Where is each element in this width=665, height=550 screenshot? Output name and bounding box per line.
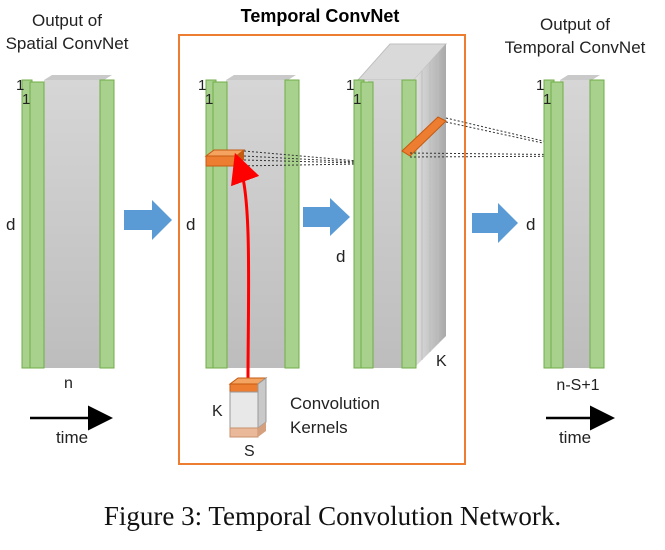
flow-arrow-1 xyxy=(124,200,172,240)
kernel-height-label: K xyxy=(212,403,223,420)
time-label-left: time xyxy=(56,428,88,447)
block-body xyxy=(44,80,104,368)
temporal-output-depth-label-2: 1 xyxy=(543,91,551,108)
kernel-width-label: S xyxy=(244,443,255,460)
temporal-output-depth-label-2: 1 xyxy=(353,91,361,108)
temporal-convnet-title: Temporal ConvNet xyxy=(241,6,400,26)
temporal-stack-block xyxy=(353,43,448,369)
kernel-body xyxy=(229,391,259,429)
block-right-green-face xyxy=(99,79,115,369)
block-right-green-face xyxy=(589,79,605,369)
spatial-depth-label-1: 1 xyxy=(16,77,24,94)
block-top-face xyxy=(226,75,296,80)
kernel-side-face xyxy=(257,377,267,429)
flow-arrow-3 xyxy=(472,203,518,243)
temporal-convnet-box xyxy=(178,34,466,465)
stack-front-green-face xyxy=(360,81,374,369)
spatial-title-line1: Output of xyxy=(32,11,102,30)
flow-arrow-2 xyxy=(303,198,350,236)
stack-output-strip xyxy=(401,116,447,157)
kernel-apply-arrow xyxy=(231,152,260,381)
spatial-height-label: d xyxy=(6,215,15,234)
block-front-green-face xyxy=(212,81,228,369)
convolution-kernel xyxy=(228,377,268,438)
kernel-caption-line2: Kernels xyxy=(290,418,348,437)
temporal-output-height-label: d xyxy=(336,247,345,266)
block-front-green-face xyxy=(29,81,45,369)
spatial-output-block xyxy=(21,75,115,369)
stack-k-label: K xyxy=(436,353,447,370)
temporal-output-depth-label-1: 1 xyxy=(536,77,544,94)
temporal-output-depth-label-1: 1 xyxy=(346,77,354,94)
stack-layer-lines xyxy=(421,53,439,360)
block-front-green-face xyxy=(550,81,564,369)
figure-caption: Figure 3: Temporal Convolution Network. xyxy=(103,501,562,531)
temporal-output-title-line2: Temporal ConvNet xyxy=(505,38,646,57)
time-label-right: time xyxy=(559,428,591,447)
temporal-input-block xyxy=(205,75,300,369)
spatial-width-label: n xyxy=(64,375,73,392)
spatial-title-line2: Spatial ConvNet xyxy=(6,34,129,53)
temporal-input-depth-label-2: 1 xyxy=(205,91,213,108)
temporal-output-block xyxy=(543,75,605,369)
spatial-depth-label-2: 1 xyxy=(22,91,30,108)
temporal-output-width-label: n-S+1 xyxy=(556,377,599,394)
temporal-input-depth-label-1: 1 xyxy=(198,77,206,94)
block-right-green-face xyxy=(284,79,300,369)
temporal-input-height-label: d xyxy=(186,215,195,234)
kernel-top-band xyxy=(229,383,259,393)
temporal-output-title-line1: Output of xyxy=(540,15,610,34)
kernel-caption-line1: Convolution xyxy=(290,394,380,413)
block-top-face xyxy=(44,75,112,80)
block-top-face xyxy=(560,75,600,80)
kernel-bottom-side xyxy=(258,422,266,437)
block-body xyxy=(560,80,592,368)
kernel-bottom-band xyxy=(229,427,259,438)
stack-right-green-face xyxy=(401,79,417,369)
kernel-patch-front xyxy=(205,155,237,167)
temporal-output-height-label: d xyxy=(526,215,535,234)
block-body xyxy=(226,80,288,368)
